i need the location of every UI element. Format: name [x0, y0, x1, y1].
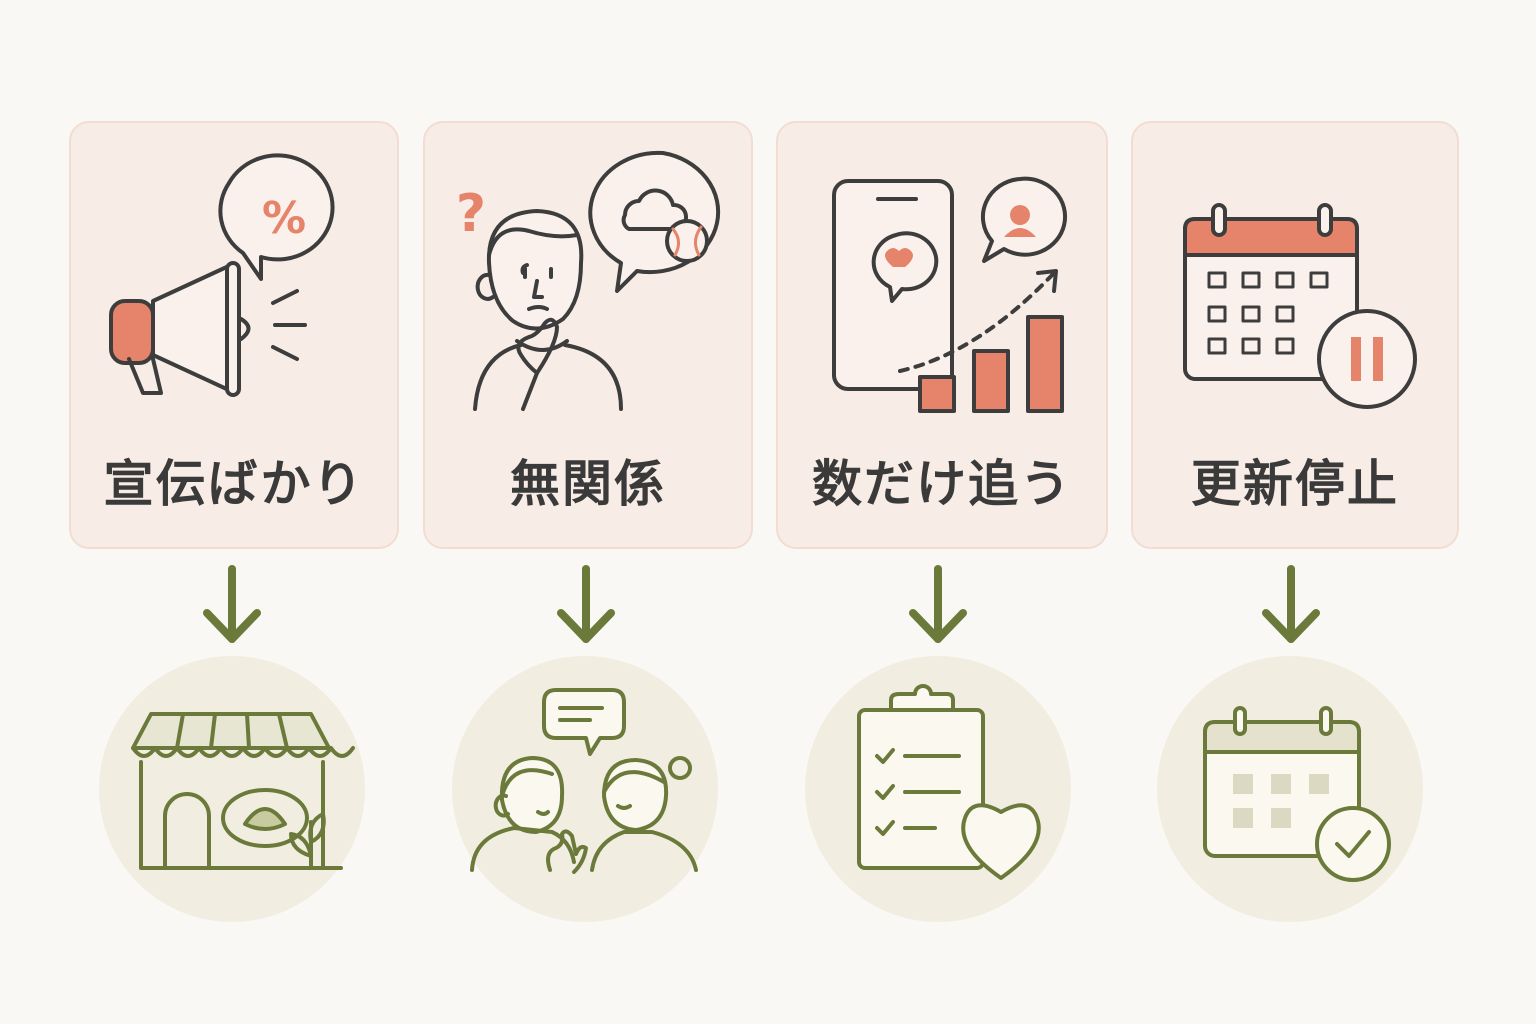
problem-card-numbers: 数だけ追う	[776, 121, 1108, 549]
percent-sign: %	[262, 193, 306, 244]
problem-label: 数だけ追う	[812, 455, 1072, 513]
solution-circle-checklist	[805, 656, 1071, 922]
confused-person-icon: ?	[456, 150, 721, 411]
problem-card-advertising: % 宣伝ばかり	[69, 121, 399, 549]
storefront-icon	[131, 712, 355, 870]
problem-card-irrelevant: ? 無関係	[423, 121, 753, 549]
checklist-heart-icon	[857, 684, 1041, 880]
solution-circle-storefront	[99, 656, 365, 922]
megaphone-icon: %	[109, 153, 335, 397]
problem-label: 更新停止	[1191, 455, 1399, 513]
arrow-down-icon	[557, 565, 615, 643]
calendar-check-icon	[1203, 706, 1391, 882]
paused-calendar-icon	[1183, 203, 1417, 409]
question-mark: ?	[456, 184, 486, 244]
arrow-down-icon	[909, 565, 967, 643]
solution-circle-calendar	[1157, 656, 1423, 922]
problem-label: 無関係	[510, 455, 666, 513]
arrow-down-icon	[203, 565, 261, 643]
phone-growth-chart-icon	[832, 176, 1068, 413]
problem-card-stopped: 更新停止	[1131, 121, 1459, 549]
arrow-down-icon	[1262, 565, 1320, 643]
solution-circle-conversation	[452, 656, 718, 922]
conversation-icon	[470, 688, 698, 874]
problem-label: 宣伝ばかり	[103, 455, 365, 513]
